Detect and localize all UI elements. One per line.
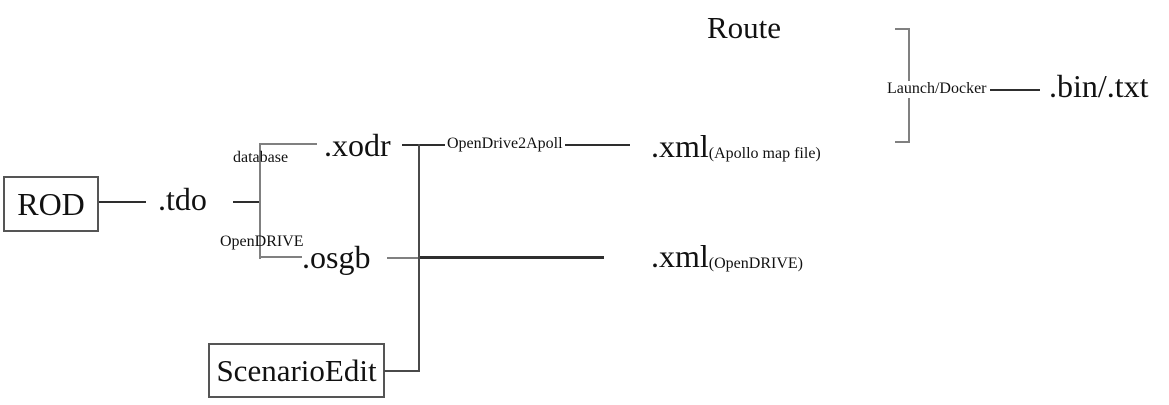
label-launch-docker: Launch/Docker — [885, 80, 989, 98]
node-xml-opendrive-label: .xml — [651, 238, 709, 274]
bracket-route-bottom-tick — [895, 141, 910, 143]
node-xml-apollo: .xml(Apollo map file) — [651, 128, 821, 164]
connector-osgb-stub — [387, 257, 418, 259]
node-rod-label: ROD — [17, 185, 85, 222]
node-route-label: Route — [707, 10, 782, 45]
node-scenarioedit-box: ScenarioEdit — [208, 343, 385, 398]
connector-tdo-bracket — [233, 201, 261, 203]
connector-osgb-xml-opendrive — [420, 256, 604, 259]
label-opendrive-branch: OpenDRIVE — [220, 233, 304, 250]
connector-rod-tdo — [99, 201, 146, 203]
node-xml-apollo-annotation: (Apollo map file) — [708, 145, 821, 162]
label-opendrive2apoll-converter: OpenDrive2Apoll — [445, 135, 565, 153]
node-osgb-label: .osgb — [302, 239, 371, 275]
bracket-route-top-tick — [895, 28, 910, 30]
connector-scenarioedit-vertical — [418, 144, 420, 372]
bracket-branch-vertical — [259, 143, 261, 259]
label-database-branch: database — [233, 149, 289, 166]
node-tdo-label: .tdo — [158, 181, 207, 217]
node-scenarioedit-label: ScenarioEdit — [216, 352, 377, 388]
node-xml-opendrive-annotation: (OpenDRIVE) — [708, 255, 803, 272]
connector-launchdocker-bintxt — [990, 89, 1040, 91]
node-bintxt-label: .bin/.txt — [1049, 68, 1149, 104]
node-rod-box: ROD — [3, 176, 99, 232]
bracket-branch-top-arm — [259, 143, 317, 145]
node-xml-opendrive: .xml(OpenDRIVE) — [651, 238, 803, 274]
node-xml-apollo-label: .xml — [651, 128, 709, 164]
bracket-branch-bottom-arm — [259, 256, 302, 258]
connector-scenarioedit-horizontal — [384, 370, 420, 372]
node-xodr-label: .xodr — [324, 127, 391, 163]
